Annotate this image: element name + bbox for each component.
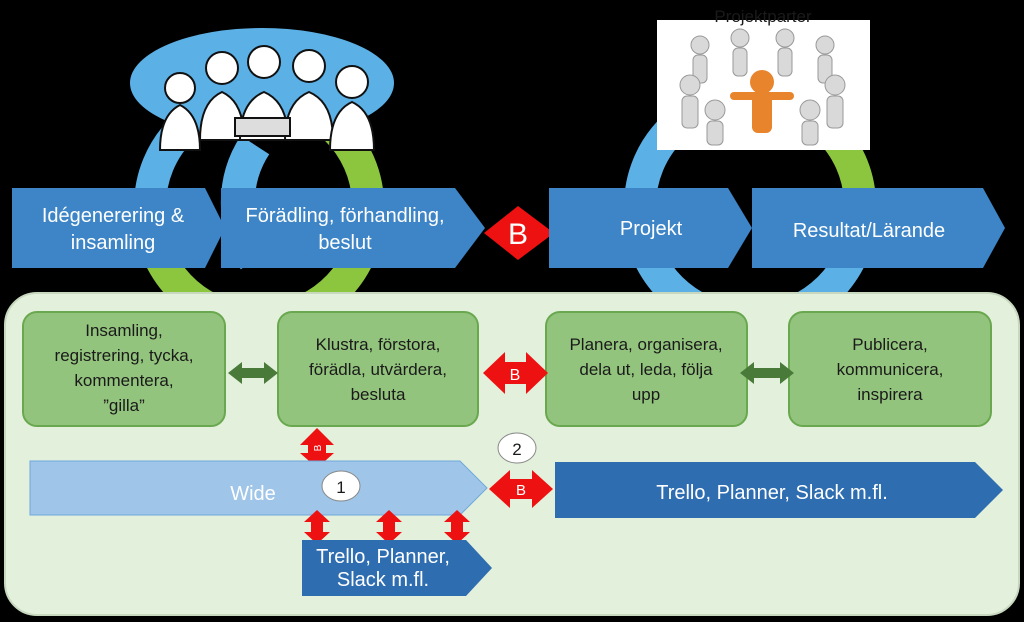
tools-chevron-small: Trello, Planner, Slack m.fl. (302, 540, 492, 596)
box-3-line-2: dela ut, leda, följa (579, 360, 713, 379)
decision-arrow-tools: B (489, 470, 553, 508)
decision-arrow-vertical: B (300, 428, 334, 468)
step-4-label: Resultat/Lärande (793, 220, 945, 242)
double-arrow-1-2 (228, 362, 278, 384)
box-3-line-3: upp (632, 385, 660, 404)
box-2-line-1: Klustra, förstora, (316, 335, 441, 354)
wide-label: Wide (230, 483, 276, 505)
decision-arrow-tools-label: B (516, 482, 526, 499)
box-1-line-2: registrering, tycka, (55, 346, 194, 365)
decision-label-top: B (508, 218, 528, 251)
team-illustration (130, 28, 394, 151)
step-2-line-1: Förädling, förhandling, (245, 205, 444, 227)
double-arrow-3-4 (740, 362, 794, 384)
box-2-line-3: besluta (351, 385, 406, 404)
tools-small-line-1: Trello, Planner, (316, 546, 450, 568)
marker-1-label: 1 (336, 478, 345, 497)
box-4-line-3: inspirera (857, 385, 923, 404)
tools-chevron-right: Trello, Planner, Slack m.fl. (555, 462, 1003, 518)
tools-right-label: Trello, Planner, Slack m.fl. (656, 482, 888, 504)
top-step-2: Förädling, förhandling, beslut (221, 188, 485, 268)
tools-small-line-2: Slack m.fl. (337, 569, 429, 591)
photo-caption: Projektparter (714, 7, 812, 26)
step-2-line-2: beslut (318, 232, 372, 254)
decision-arrow-2-3: B (483, 352, 548, 394)
box-1-line-1: Insamling, (85, 321, 162, 340)
box-3-line-1: Planera, organisera, (569, 335, 722, 354)
marker-2-label: 2 (512, 440, 521, 459)
step-1-line-1: Idégenerering & (42, 205, 185, 227)
sync-arrows (304, 510, 470, 544)
sync-arrow-1 (304, 510, 330, 544)
wide-tool-chevron: Wide (29, 460, 488, 516)
box-2-line-2: förädla, utvärdera, (309, 360, 447, 379)
box-4-line-1: Publicera, (852, 335, 928, 354)
activity-box-4: Publicera, kommunicera, inspirera (788, 311, 992, 427)
box-1-line-3: kommentera, (74, 371, 173, 390)
activity-box-2: Klustra, förstora, förädla, utvärdera, b… (277, 311, 479, 427)
marker-2: 2 (497, 432, 537, 464)
activity-box-1: Insamling, registrering, tycka, kommente… (22, 311, 226, 427)
step-3-label: Projekt (620, 218, 683, 240)
project-partners-photo: Projektparter (657, 7, 870, 150)
decision-arrow-2-3-label: B (510, 367, 521, 384)
top-step-3: Projekt (549, 188, 752, 268)
box-1-line-4: ”gilla” (103, 396, 145, 415)
sync-arrow-3 (444, 510, 470, 544)
marker-1: 1 (321, 470, 361, 502)
step-1-line-2: insamling (71, 232, 155, 254)
decision-diamond-top: B (484, 206, 554, 260)
sync-arrow-2 (376, 510, 402, 544)
top-step-1: Idégenerering & insamling (12, 188, 225, 268)
box-4-line-2: kommunicera, (837, 360, 944, 379)
decision-arrow-vertical-label: B (313, 444, 324, 451)
activity-box-3: Planera, organisera, dela ut, leda, följ… (545, 311, 748, 427)
top-step-4: Resultat/Lärande (752, 188, 1005, 268)
